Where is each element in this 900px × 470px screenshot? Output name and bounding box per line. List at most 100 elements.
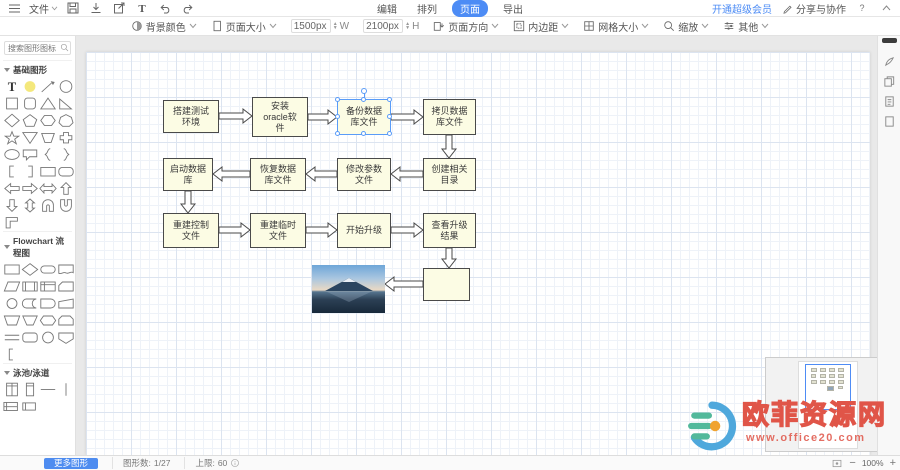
shape-document[interactable] — [57, 261, 75, 278]
shape-pool-h2[interactable] — [3, 398, 21, 415]
size-value[interactable]: 2100px — [363, 19, 404, 33]
shape-heptagon[interactable] — [57, 112, 75, 129]
shape-right-triangle[interactable] — [57, 95, 75, 112]
shape-manual-operation[interactable] — [3, 312, 21, 329]
flow-node[interactable]: 启动数据 库 — [163, 158, 213, 191]
shape-loop-limit[interactable] — [57, 312, 75, 329]
shape-preparation[interactable] — [39, 312, 57, 329]
shape-decision[interactable] — [21, 261, 39, 278]
help-button[interactable]: ? — [859, 3, 865, 13]
flow-image-node[interactable] — [312, 265, 385, 313]
shape-rounded-card[interactable] — [57, 163, 75, 180]
membership-link[interactable]: 开通超级会员 — [712, 4, 772, 16]
style-pen-icon[interactable] — [882, 54, 897, 69]
file-menu[interactable]: 文件 — [29, 1, 58, 16]
undo-icon[interactable] — [157, 1, 173, 15]
shape-predefined[interactable] — [21, 278, 39, 295]
panel-drag-handle[interactable] — [881, 38, 897, 43]
flow-arrow[interactable] — [390, 108, 424, 126]
minimap[interactable] — [765, 357, 877, 452]
menu-active[interactable]: 页面 — [452, 0, 488, 17]
flow-node[interactable]: 修改参数 文件 — [337, 158, 391, 191]
shape-connector[interactable] — [3, 295, 21, 312]
fit-view-icon[interactable] — [831, 458, 843, 469]
flow-arrow[interactable] — [440, 134, 458, 159]
resize-handle[interactable] — [361, 131, 366, 136]
flow-node[interactable]: 重建控制 文件 — [163, 213, 219, 248]
collapse-toolbar-button[interactable] — [878, 1, 894, 15]
flow-arrow[interactable] — [305, 165, 338, 183]
shape-corner[interactable] — [3, 214, 21, 231]
resize-handle[interactable] — [387, 97, 392, 102]
size-value[interactable]: 1500px — [290, 19, 331, 33]
rotate-handle[interactable] — [361, 88, 367, 94]
export-icon[interactable] — [111, 1, 127, 15]
shape-bracket-right[interactable] — [21, 163, 39, 180]
shape-arrow-right[interactable] — [21, 180, 39, 197]
resize-handle[interactable] — [335, 131, 340, 136]
shape-off-page[interactable] — [57, 329, 75, 346]
toolbar-grid-button[interactable]: 网格大小 — [583, 19, 649, 34]
shape-double-line[interactable] — [3, 329, 21, 346]
save-icon[interactable] — [65, 1, 81, 15]
flow-node[interactable]: 备份数据 库文件 — [335, 88, 392, 136]
shape-marker[interactable] — [21, 78, 39, 95]
section-header[interactable]: 泳池/泳道 — [3, 363, 72, 381]
menu-item[interactable]: 编辑 — [377, 4, 397, 16]
shape-rounded-square[interactable] — [21, 95, 39, 112]
shape-diamond[interactable] — [3, 112, 21, 129]
shape-horseshoe-up[interactable] — [39, 197, 57, 214]
download-icon[interactable] — [88, 1, 104, 15]
shape-delay[interactable] — [39, 295, 57, 312]
page-settings-icon[interactable] — [882, 94, 897, 109]
flow-arrow[interactable] — [179, 190, 197, 214]
shape-internal-storage[interactable] — [39, 278, 57, 295]
hamburger-icon[interactable] — [6, 1, 22, 15]
shape-callout[interactable] — [21, 146, 39, 163]
shape-pool-v2[interactable] — [3, 381, 21, 398]
shape-line-v[interactable] — [57, 381, 75, 398]
shape-horseshoe-down[interactable] — [57, 197, 75, 214]
minimap-viewport[interactable] — [805, 364, 851, 410]
more-shapes-button[interactable]: 更多图形 — [44, 457, 99, 469]
flow-arrow[interactable] — [218, 107, 253, 125]
share-button[interactable]: 分享与协作 — [782, 1, 846, 16]
toolbar-more-button[interactable]: 其他 — [723, 19, 769, 34]
flow-node[interactable]: 创建相关 目录 — [423, 158, 476, 191]
format-painter-icon[interactable]: T — [134, 1, 150, 15]
shape-terminator[interactable] — [39, 261, 57, 278]
shape-bracket2[interactable] — [3, 346, 21, 363]
new-page-icon[interactable] — [882, 114, 897, 129]
flow-node[interactable]: 恢复数据 库文件 — [250, 158, 306, 191]
shape-inverted-triangle[interactable] — [21, 129, 39, 146]
toolbar-bg-color-button[interactable]: 背景颜色 — [131, 19, 197, 34]
shape-arrow-up[interactable] — [57, 180, 75, 197]
shape-triangle[interactable] — [39, 95, 57, 112]
flow-arrow[interactable] — [212, 165, 251, 183]
shape-brace-left[interactable] — [39, 146, 57, 163]
shape-manual-input[interactable] — [57, 295, 75, 312]
flow-arrow[interactable] — [390, 165, 424, 183]
shape-arrow-updown[interactable] — [21, 197, 39, 214]
shape-circle[interactable] — [57, 78, 75, 95]
flow-arrow[interactable] — [390, 221, 424, 239]
flow-node[interactable]: 安装 oracle软 件 — [252, 97, 308, 137]
shape-arrow-left[interactable] — [3, 180, 21, 197]
flow-arrow[interactable] — [307, 108, 338, 126]
toolbar-zoom-button[interactable]: 缩放 — [663, 19, 709, 34]
shape-bracket-left[interactable] — [3, 163, 21, 180]
shape-cross[interactable] — [57, 129, 75, 146]
shape-pool-v[interactable] — [21, 381, 39, 398]
shape-arrow-double[interactable] — [39, 180, 57, 197]
toolbar-page-size-button[interactable]: 页面大小 — [211, 19, 277, 34]
shape-search-input[interactable] — [4, 41, 71, 55]
shape-line-h[interactable] — [39, 381, 57, 398]
shape-card[interactable] — [39, 163, 57, 180]
shape-card2[interactable] — [57, 278, 75, 295]
flow-arrow[interactable] — [440, 247, 458, 269]
zoom-in-button[interactable]: + — [889, 457, 896, 469]
stepper-icon[interactable]: ▲▼ — [332, 21, 338, 31]
section-header[interactable]: 基础图形 — [3, 60, 72, 78]
copy-page-icon[interactable] — [882, 74, 897, 89]
shape-trapezoid[interactable] — [39, 129, 57, 146]
